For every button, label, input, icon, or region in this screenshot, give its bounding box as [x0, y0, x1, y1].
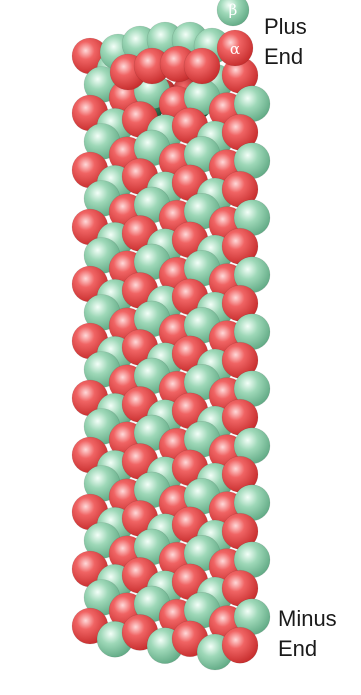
minus-end-label-line2: End: [278, 634, 337, 664]
plus-end-label-line2: End: [264, 42, 307, 72]
alpha-tubulin-subunit: [222, 627, 258, 663]
alpha-tubulin-subunit: [184, 48, 220, 84]
tubulin-lattice: [72, 22, 270, 670]
beta-symbol: β: [229, 1, 238, 19]
plus-end-label: Plus End: [264, 12, 307, 72]
plus-end-label-line1: Plus: [264, 12, 307, 42]
minus-end-label: Minus End: [278, 604, 337, 664]
minus-end-label-line1: Minus: [278, 604, 337, 634]
alpha-symbol: α: [230, 40, 240, 58]
